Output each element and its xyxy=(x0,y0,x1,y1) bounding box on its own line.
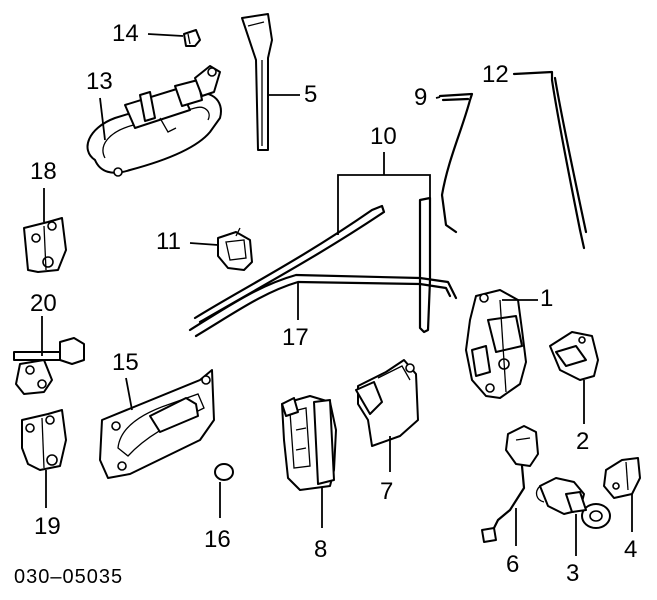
callout-5: 5 xyxy=(304,81,318,108)
part-9-rod xyxy=(438,92,474,234)
leader-14 xyxy=(147,33,184,37)
callout-18: 18 xyxy=(30,158,57,185)
part-12-rod xyxy=(512,70,586,250)
callout-3: 3 xyxy=(566,560,580,587)
leader-15 xyxy=(125,377,133,411)
part-8-actuator xyxy=(281,395,337,491)
leader-9 xyxy=(435,96,441,99)
diagram-reference-code: 030–05035 xyxy=(14,566,124,588)
callout-6: 6 xyxy=(506,551,520,578)
part-18-hinge xyxy=(23,217,67,273)
callout-19: 19 xyxy=(34,513,61,540)
part-17-rods xyxy=(188,273,458,338)
callout-7: 7 xyxy=(380,478,394,505)
part-13-outside-handle xyxy=(86,65,222,177)
leader-11 xyxy=(189,242,219,246)
part-15-inside-handle xyxy=(99,369,215,479)
part-14-clip xyxy=(183,29,201,47)
callout-13: 13 xyxy=(86,68,113,95)
part-11-clip xyxy=(217,227,253,271)
part-4-retainer xyxy=(603,457,641,499)
part-1-door-lock xyxy=(465,289,527,399)
callout-9: 9 xyxy=(414,84,428,111)
part-2-striker xyxy=(549,331,599,381)
callout-15: 15 xyxy=(112,349,139,376)
callout-12: 12 xyxy=(482,61,509,88)
part-6-cylinder-cover xyxy=(481,425,539,543)
callout-11: 11 xyxy=(156,228,181,255)
leader-13 xyxy=(99,97,106,141)
callout-16: 16 xyxy=(204,526,231,553)
callout-10: 10 xyxy=(370,123,397,150)
part-16-plug xyxy=(214,463,234,481)
part-20-door-check xyxy=(13,337,85,395)
callout-20: 20 xyxy=(30,290,57,317)
callout-2: 2 xyxy=(576,428,590,455)
part-19-hinge xyxy=(21,409,67,471)
callout-14: 14 xyxy=(112,20,139,47)
callout-4: 4 xyxy=(624,536,638,563)
part-5-seal xyxy=(241,13,273,151)
callout-17: 17 xyxy=(282,324,309,351)
part-3-key-cylinder xyxy=(535,477,611,529)
callout-8: 8 xyxy=(314,536,328,563)
callout-1: 1 xyxy=(540,285,554,312)
part-7-cover xyxy=(355,359,419,447)
